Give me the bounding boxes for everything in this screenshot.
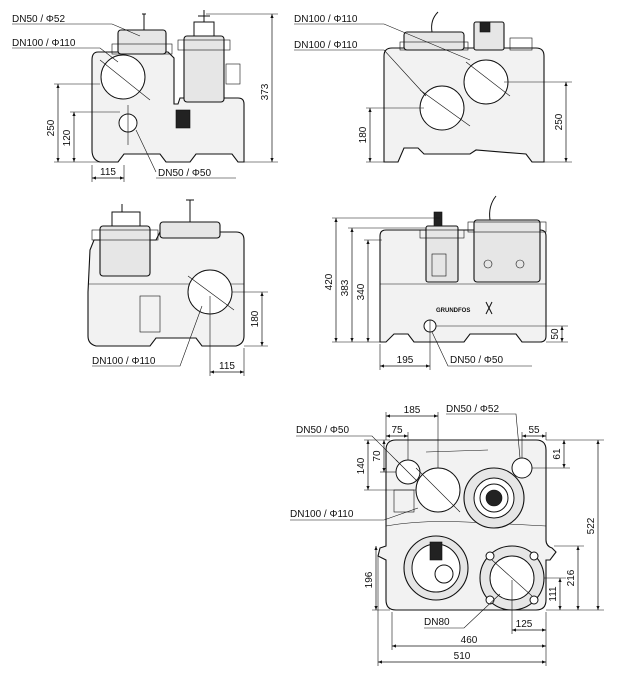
inlet-flange <box>111 43 173 55</box>
dim-70: 70 <box>372 450 383 462</box>
outlet-dn50-phi52-hole <box>511 457 533 479</box>
dim-180: 180 <box>358 126 369 143</box>
dim-185: 185 <box>404 405 421 416</box>
view-top: 185 DN50 / Φ52 DN50 / Φ50 75 55 70 61 14… <box>290 404 604 666</box>
view-front: GRUNDFOS 420 383 340 50 195 DN50 / Φ50 <box>324 195 568 370</box>
dim-180: 180 <box>250 310 261 327</box>
label-dn50-phi50: DN50 / Φ50 <box>450 355 503 366</box>
dim-383: 383 <box>340 279 351 296</box>
label-dn100-phi110: DN100 / Φ110 <box>12 38 76 49</box>
label-dn50-phi52: DN50 / Φ52 <box>446 404 499 415</box>
dim-196: 196 <box>364 571 375 588</box>
dim-111: 111 <box>548 586 559 602</box>
dim-120: 120 <box>62 129 73 146</box>
dim-250: 250 <box>554 113 565 130</box>
label-dn100-phi110: DN100 / Φ110 <box>290 509 354 520</box>
dim-522: 522 <box>586 517 597 534</box>
dim-75: 75 <box>391 425 403 436</box>
label-dn50-phi50: DN50 / Φ50 <box>296 425 349 436</box>
inlet-mid-hole <box>419 85 465 131</box>
label-dn100-phi110: DN100 / Φ110 <box>92 356 156 367</box>
dim-55: 55 <box>528 425 540 436</box>
brand-mark: GRUNDFOS <box>436 308 470 314</box>
label-dn50-phi50: DN50 / Φ50 <box>158 168 211 179</box>
inlet-collar <box>117 29 167 55</box>
dim-340: 340 <box>356 283 367 300</box>
label-dn50-phi52: DN50 / Φ52 <box>12 14 65 25</box>
label-dn100-phi110-top: DN100 / Φ110 <box>294 14 358 25</box>
view-side-left: DN50 / Φ52 DN100 / Φ110 250 120 115 373 … <box>12 10 278 182</box>
dim-125: 125 <box>516 619 533 630</box>
brand-logo-icon <box>485 301 493 315</box>
dim-115: 115 <box>219 361 235 372</box>
dim-373: 373 <box>260 83 271 100</box>
inlet-top-hole <box>463 59 509 105</box>
inlet-dn100-hole <box>100 54 146 100</box>
dim-50: 50 <box>550 328 561 340</box>
dim-115: 115 <box>100 167 116 178</box>
dim-250: 250 <box>46 119 57 136</box>
motor-housing <box>183 35 225 103</box>
dim-195: 195 <box>397 355 414 366</box>
dim-216: 216 <box>566 569 577 586</box>
label-dn80: DN80 <box>424 617 450 628</box>
view-side-right: 180 DN100 / Φ110 115 <box>87 199 268 376</box>
motor-housing <box>99 225 151 277</box>
dim-510: 510 <box>454 651 471 662</box>
dim-460: 460 <box>461 635 478 646</box>
label-dn100-phi110-mid: DN100 / Φ110 <box>294 40 358 51</box>
dim-61: 61 <box>552 448 563 460</box>
view-back: DN100 / Φ110 DN100 / Φ110 180 250 <box>294 11 572 163</box>
dim-140: 140 <box>356 457 367 474</box>
dim-420: 420 <box>324 273 335 290</box>
